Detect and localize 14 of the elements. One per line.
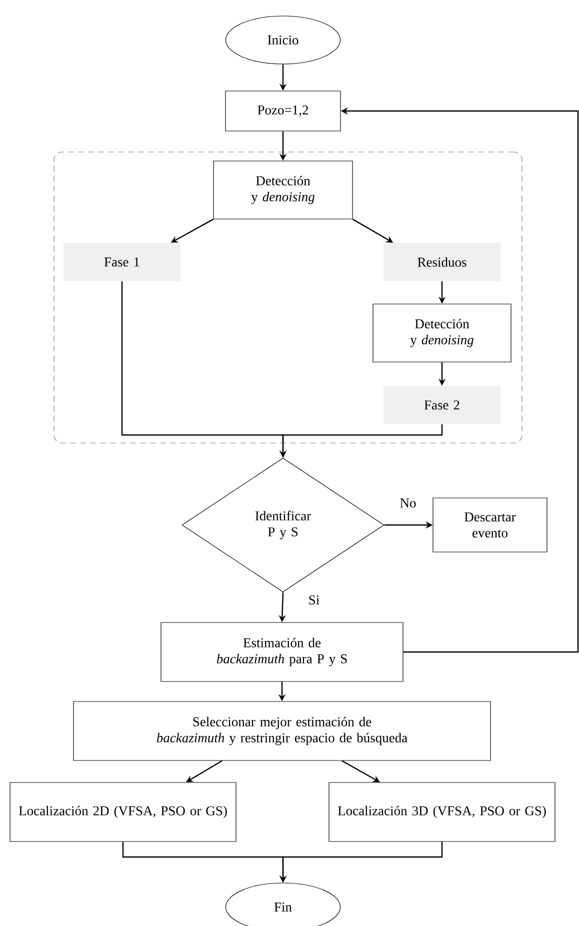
dashed-group-box xyxy=(54,152,522,444)
shaded-box: Residuos xyxy=(384,243,500,281)
shaded-box: Fase 2 xyxy=(384,386,500,424)
shaded-box: Fase 1 xyxy=(64,243,180,281)
process-box: Localización 3D (VFSA, PSO or GS) xyxy=(328,782,556,842)
edge-label: Si xyxy=(307,594,321,606)
process-box: Estimación de backazimuth para P y S xyxy=(160,622,404,682)
process-box: Detección y denoising xyxy=(372,304,512,362)
edge-label: No xyxy=(398,498,418,508)
process-box: Pozo=1,2 xyxy=(225,90,341,132)
process-box: Localización 2D (VFSA, PSO or GS) xyxy=(10,782,236,842)
process-box: Detección y denoising xyxy=(213,160,353,220)
process-box: Seleccionar mejor estimación de backazimuth y restringir espacio de búsqueda xyxy=(73,701,491,761)
process-box: Descartar evento xyxy=(432,498,548,552)
